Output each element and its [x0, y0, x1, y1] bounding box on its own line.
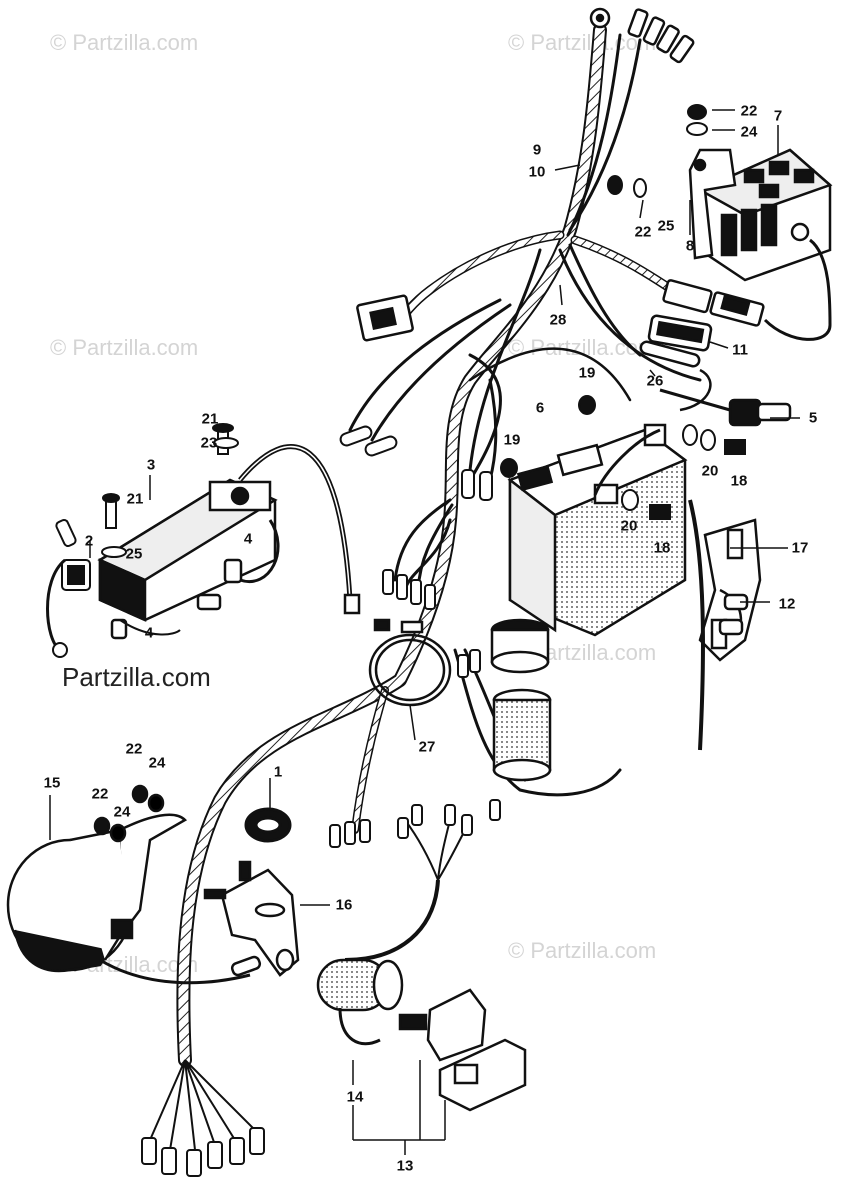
battery-strap	[688, 499, 762, 751]
callout-21: 21	[201, 410, 219, 428]
watermark-dark: Partzilla.com	[62, 662, 211, 692]
callout-25: 25	[657, 217, 675, 235]
callout-22: 22	[91, 785, 109, 803]
connector-two	[46, 518, 91, 658]
callout-19: 19	[578, 364, 596, 382]
callout-18: 18	[653, 539, 671, 557]
callout-15: 15	[43, 774, 61, 792]
callout-20: 20	[620, 517, 638, 535]
meter-unit	[6, 784, 262, 985]
ignition-coil	[97, 444, 361, 640]
grommet	[244, 807, 292, 843]
callout-3: 3	[146, 456, 156, 474]
watermark: © Partzilla.com	[50, 30, 199, 55]
callout-22: 22	[740, 102, 758, 120]
bullet-connectors	[339, 425, 493, 610]
callout-7: 7	[773, 107, 783, 125]
callout-16: 16	[335, 896, 353, 914]
callout-25: 25	[125, 545, 143, 563]
callout-8: 8	[685, 237, 695, 255]
callout-14: 14	[346, 1088, 364, 1106]
callout-22: 22	[634, 223, 652, 241]
switch-leads	[397, 799, 501, 881]
condenser	[490, 618, 552, 782]
callout-6: 6	[535, 399, 545, 417]
watermark: © Partzilla.com	[508, 938, 657, 963]
watermark: © Partzilla.com	[50, 335, 199, 360]
callout-22: 22	[125, 740, 143, 758]
callout-9: 9	[532, 141, 542, 159]
ignition-switch	[316, 879, 527, 1112]
callout-21: 21	[126, 490, 144, 508]
fuse-box-hardware	[607, 104, 708, 198]
harness-tail-connectors	[141, 1059, 265, 1177]
fuse-holder	[639, 279, 765, 412]
callout-10: 10	[528, 163, 546, 181]
callout-27: 27	[418, 738, 436, 756]
lower-connectors	[329, 649, 481, 848]
switch-bracket	[203, 860, 300, 977]
callout-13: 13	[396, 1157, 414, 1175]
callout-4: 4	[243, 530, 253, 548]
callout-24: 24	[740, 123, 758, 141]
callout-11: 11	[732, 341, 748, 359]
callout-12: 12	[778, 595, 796, 613]
callout-20: 20	[701, 462, 719, 480]
callout-24: 24	[148, 754, 166, 772]
top-connectors	[356, 7, 695, 342]
callout-1: 1	[273, 763, 283, 781]
callout-4: 4	[144, 624, 154, 642]
callout-26: 26	[646, 372, 664, 390]
battery	[507, 423, 688, 637]
callout-24: 24	[113, 803, 131, 821]
starter-connector	[659, 388, 792, 427]
callout-18: 18	[730, 472, 748, 490]
callout-23: 23	[200, 434, 218, 452]
coil-hardware	[101, 423, 239, 558]
battery-hardware	[500, 395, 746, 520]
fuse-box	[688, 148, 833, 341]
callout-5: 5	[808, 409, 818, 427]
callout-28: 28	[549, 311, 567, 329]
callout-2: 2	[84, 532, 94, 550]
callout-19: 19	[503, 431, 521, 449]
callout-17: 17	[791, 539, 809, 557]
leader-lines	[49, 109, 800, 1155]
